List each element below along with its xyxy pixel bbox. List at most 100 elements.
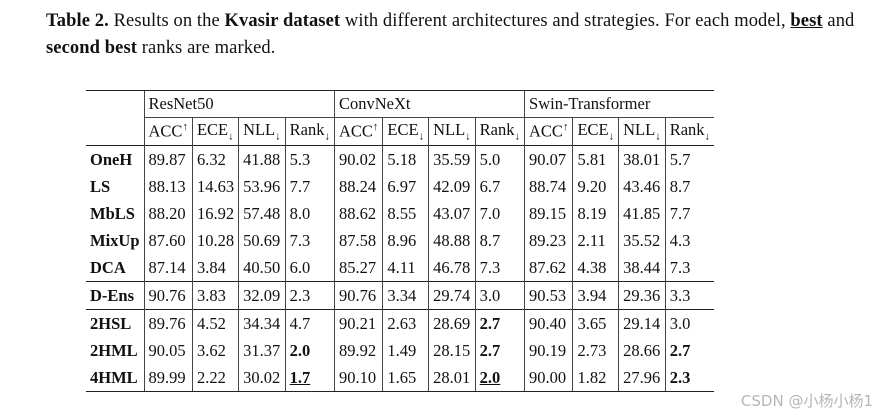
value-cell: 32.09: [238, 281, 286, 310]
value-cell: 43.07: [428, 200, 476, 227]
metric-arrow: ↓: [608, 130, 615, 143]
rank-cell: 5.7: [664, 145, 715, 173]
metric-arrow: ↓: [275, 130, 281, 143]
metric-header-row: ACC↑ECE↓NLL↓Rank↓ACC↑ECE↓NLL↓Rank↓ACC↑EC…: [86, 117, 715, 146]
caption-second-best: second best: [46, 38, 138, 58]
model-name: LS: [90, 176, 111, 196]
value-cell: 8.19: [572, 200, 619, 227]
metric-arrow: ↓: [228, 130, 234, 143]
value-cell: 30.02: [238, 364, 286, 392]
watermark: CSDN @小杨小杨1: [740, 392, 873, 410]
value-cell: 16.92: [191, 200, 239, 227]
metric-name: ACC: [148, 121, 183, 141]
corner-cell: [86, 90, 144, 118]
value-cell: 38.01: [618, 145, 666, 173]
value-cell: 5.18: [382, 145, 429, 173]
value-cell: 4.11: [382, 254, 429, 282]
metric-header: ACC↑: [524, 117, 573, 146]
value-cell: 27.96: [618, 364, 666, 392]
metric-header: ECE↓: [191, 117, 239, 146]
value-cell: 2.73: [572, 337, 619, 364]
metric-header: Rank↓: [664, 117, 715, 146]
rank-cell: 5.3: [284, 145, 335, 173]
value-cell: 90.76: [333, 281, 383, 310]
rank-cell: 7.3: [474, 254, 525, 282]
rank-cell: 3.0: [664, 309, 715, 337]
value-cell: 87.62: [524, 254, 573, 282]
value-cell: 9.20: [572, 173, 619, 200]
value-cell: 8.96: [382, 227, 429, 254]
metric-arrow: ↓: [465, 130, 471, 143]
metric-name: ECE: [577, 120, 609, 140]
caption-text-1: Results on the: [108, 11, 225, 31]
value-cell: 87.14: [143, 254, 193, 282]
metric-name: Rank: [669, 120, 705, 140]
value-cell: 5.81: [572, 145, 619, 173]
value-cell: 88.74: [524, 173, 573, 200]
metric-arrow: ↑: [182, 121, 188, 134]
rank-cell: 4.7: [284, 309, 335, 337]
model-name: MixUp: [90, 230, 140, 250]
value-cell: 1.49: [382, 337, 429, 364]
rank-cell: 7.7: [664, 200, 715, 227]
value-cell: 29.74: [428, 281, 476, 310]
metric-arrow: ↓: [704, 130, 711, 143]
caption-label: Table 2.: [46, 11, 109, 31]
rank-cell: 2.7: [474, 337, 525, 364]
value-cell: 34.34: [238, 309, 286, 337]
corner-cell: [86, 118, 144, 146]
value-cell: 87.60: [143, 227, 193, 254]
metric-name: Rank: [479, 120, 515, 140]
value-cell: 6.32: [191, 145, 239, 173]
metric-arrow: ↓: [418, 130, 425, 143]
value-cell: 28.01: [428, 364, 476, 392]
value-cell: 31.37: [238, 337, 286, 364]
table-caption: Table 2. Results on the Kvasir dataset w…: [46, 8, 884, 62]
value-cell: 2.63: [382, 309, 429, 337]
value-cell: 35.59: [428, 145, 476, 173]
model-name: DCA: [90, 257, 126, 277]
value-cell: 35.52: [618, 227, 666, 254]
value-cell: 88.62: [333, 200, 383, 227]
rank-cell: 8.0: [284, 200, 335, 227]
value-cell: 41.88: [238, 145, 286, 173]
value-cell: 50.69: [238, 227, 286, 254]
value-cell: 3.62: [191, 337, 239, 364]
value-cell: 1.82: [572, 364, 619, 392]
value-cell: 46.78: [428, 254, 476, 282]
value-cell: 57.48: [238, 200, 286, 227]
metric-name: Rank: [289, 120, 325, 140]
value-cell: 89.87: [143, 145, 193, 173]
value-cell: 90.10: [333, 364, 383, 392]
value-cell: 3.83: [191, 281, 239, 310]
rank-cell: 7.0: [474, 200, 525, 227]
rank-cell: 5.0: [474, 145, 525, 173]
metric-header: ACC↑: [333, 117, 383, 146]
value-cell: 28.69: [428, 309, 476, 337]
rank-cell: 6.0: [284, 254, 335, 282]
value-cell: 53.96: [238, 173, 286, 200]
value-cell: 90.21: [333, 309, 383, 337]
caption-best: best: [790, 11, 823, 31]
value-cell: 3.84: [191, 254, 239, 282]
value-cell: 43.46: [618, 173, 666, 200]
model-name: 4HML: [86, 364, 144, 392]
value-cell: 89.99: [143, 364, 193, 392]
group-header: ConvNeXt: [333, 90, 525, 118]
metric-name: NLL: [433, 120, 466, 140]
metric-name: ECE: [196, 120, 229, 140]
rank-cell: 3.0: [474, 281, 525, 310]
metric-header: ACC↑: [143, 117, 193, 146]
metric-arrow: ↑: [562, 121, 569, 134]
value-cell: 3.34: [382, 281, 429, 310]
value-cell: 88.24: [333, 173, 383, 200]
metric-arrow: ↓: [514, 130, 521, 143]
